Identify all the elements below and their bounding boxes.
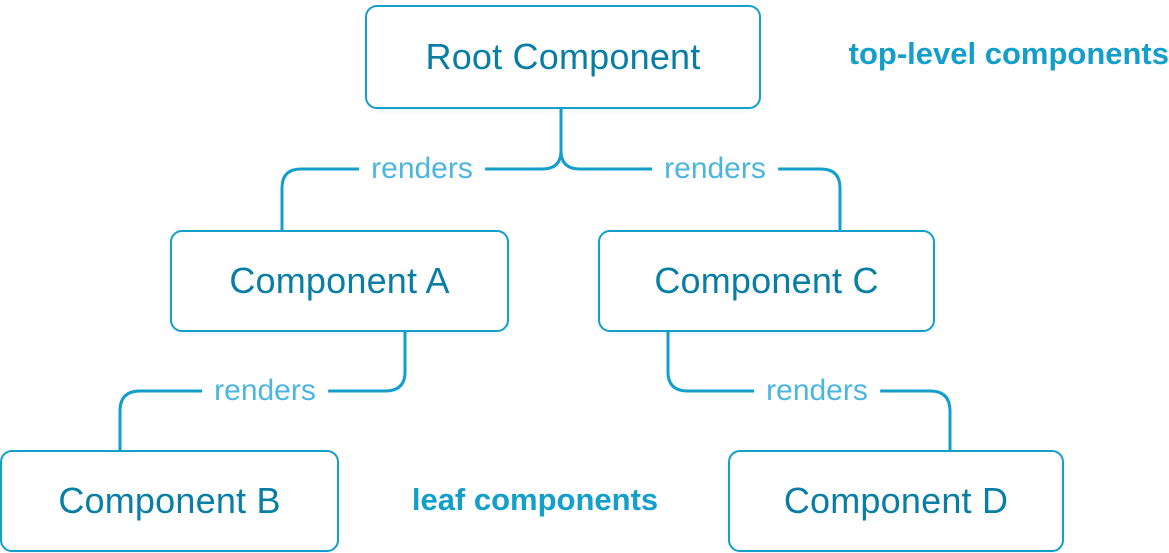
edge-label-root-renders-a: renders (359, 154, 485, 184)
connector-root-to-component-c (559, 149, 842, 232)
edge-label-root-renders-c: renders (652, 154, 778, 184)
annotation-top-level-components: top-level components (848, 36, 1169, 71)
node-component-a-label: Component A (229, 260, 450, 301)
edge-label-a-renders-b: renders (202, 376, 328, 406)
node-root-component-label: Root Component (425, 36, 701, 77)
node-component-b: Component B (0, 450, 339, 552)
node-component-b-label: Component B (58, 480, 281, 521)
node-component-d-label: Component D (783, 480, 1009, 521)
node-component-d: Component D (728, 450, 1064, 552)
annotation-leaf-components: leaf components (411, 482, 659, 517)
node-component-a: Component A (170, 230, 509, 332)
node-component-c: Component C (598, 230, 935, 332)
edge-label-c-renders-d: renders (754, 376, 880, 406)
node-root-component: Root Component (365, 5, 761, 109)
node-component-c-label: Component C (654, 260, 879, 301)
